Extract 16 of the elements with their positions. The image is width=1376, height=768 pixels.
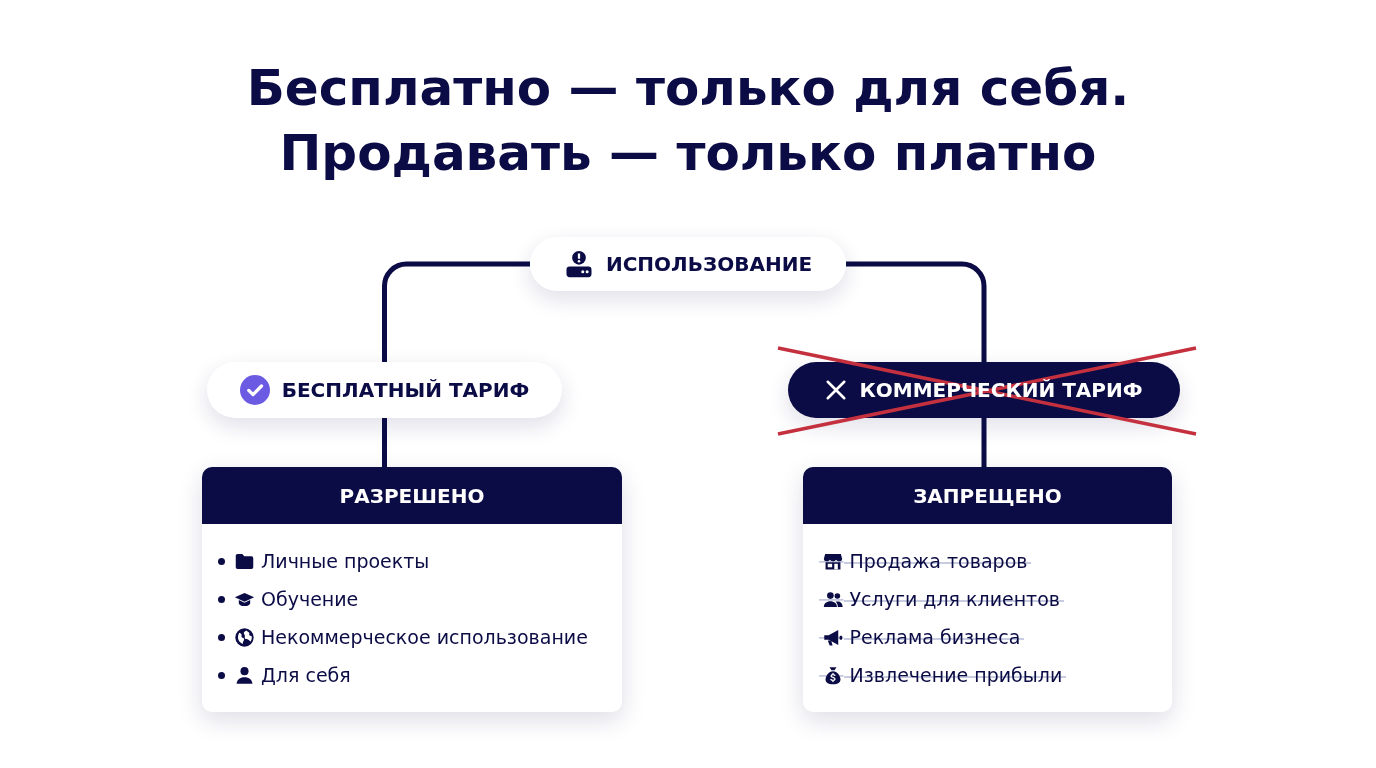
card-header: ЗАПРЕЩЕНО (803, 467, 1172, 524)
pill-label: ИСПОЛЬЗОВАНИЕ (605, 252, 813, 276)
connector-line (846, 261, 987, 362)
connector-line (382, 418, 387, 467)
card-header: РАЗРЕШЕНО (202, 467, 622, 524)
list-card (803, 467, 1172, 712)
title: Бесплатно — только для себя. Продавать — только платно (245, 58, 1131, 184)
list-item-text: Личные проекты (261, 550, 430, 572)
list-item-text: Извлечение прибыли (843, 664, 1067, 686)
list-item-text: Некоммерческое использование (261, 626, 588, 648)
list-item-text: Для себя (261, 664, 351, 686)
pill-label: БЕСПЛАТНЫЙ ТАРИФ (281, 378, 530, 402)
connector-line (981, 418, 987, 467)
list-card (202, 467, 622, 712)
list-item-text: Обучение (261, 588, 359, 610)
connector-line (382, 261, 530, 362)
